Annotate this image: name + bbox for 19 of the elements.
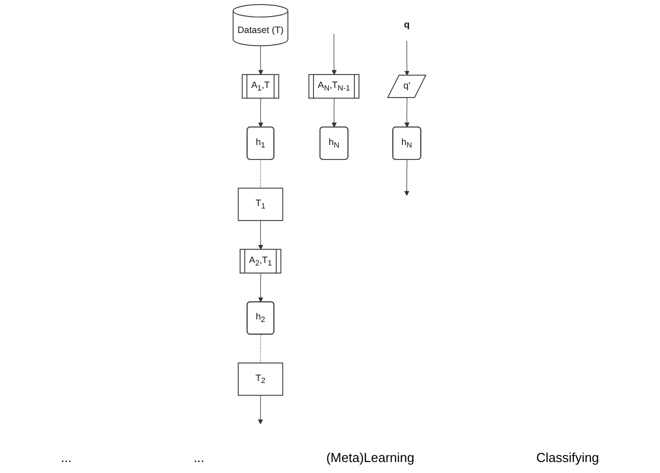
arrow (258, 273, 264, 302)
caption-text: (Meta)Learning (326, 450, 414, 465)
arrow (332, 98, 337, 128)
caption-text: ... (194, 450, 204, 465)
node-box: T$_{2}$ (238, 362, 284, 396)
caption-text: Classifying (536, 450, 600, 465)
arrow (404, 159, 410, 196)
arrow (258, 45, 264, 76)
arrow (258, 220, 264, 250)
arrow (404, 40, 410, 76)
connector (260, 159, 262, 188)
node-text: q (404, 20, 410, 30)
arrow (258, 395, 264, 424)
arrow (258, 98, 264, 128)
caption-text: ... (60, 450, 72, 465)
arrow (404, 98, 410, 128)
arrow (332, 34, 337, 76)
connector (260, 334, 262, 364)
node-box: T$_{1}$ (238, 188, 284, 221)
